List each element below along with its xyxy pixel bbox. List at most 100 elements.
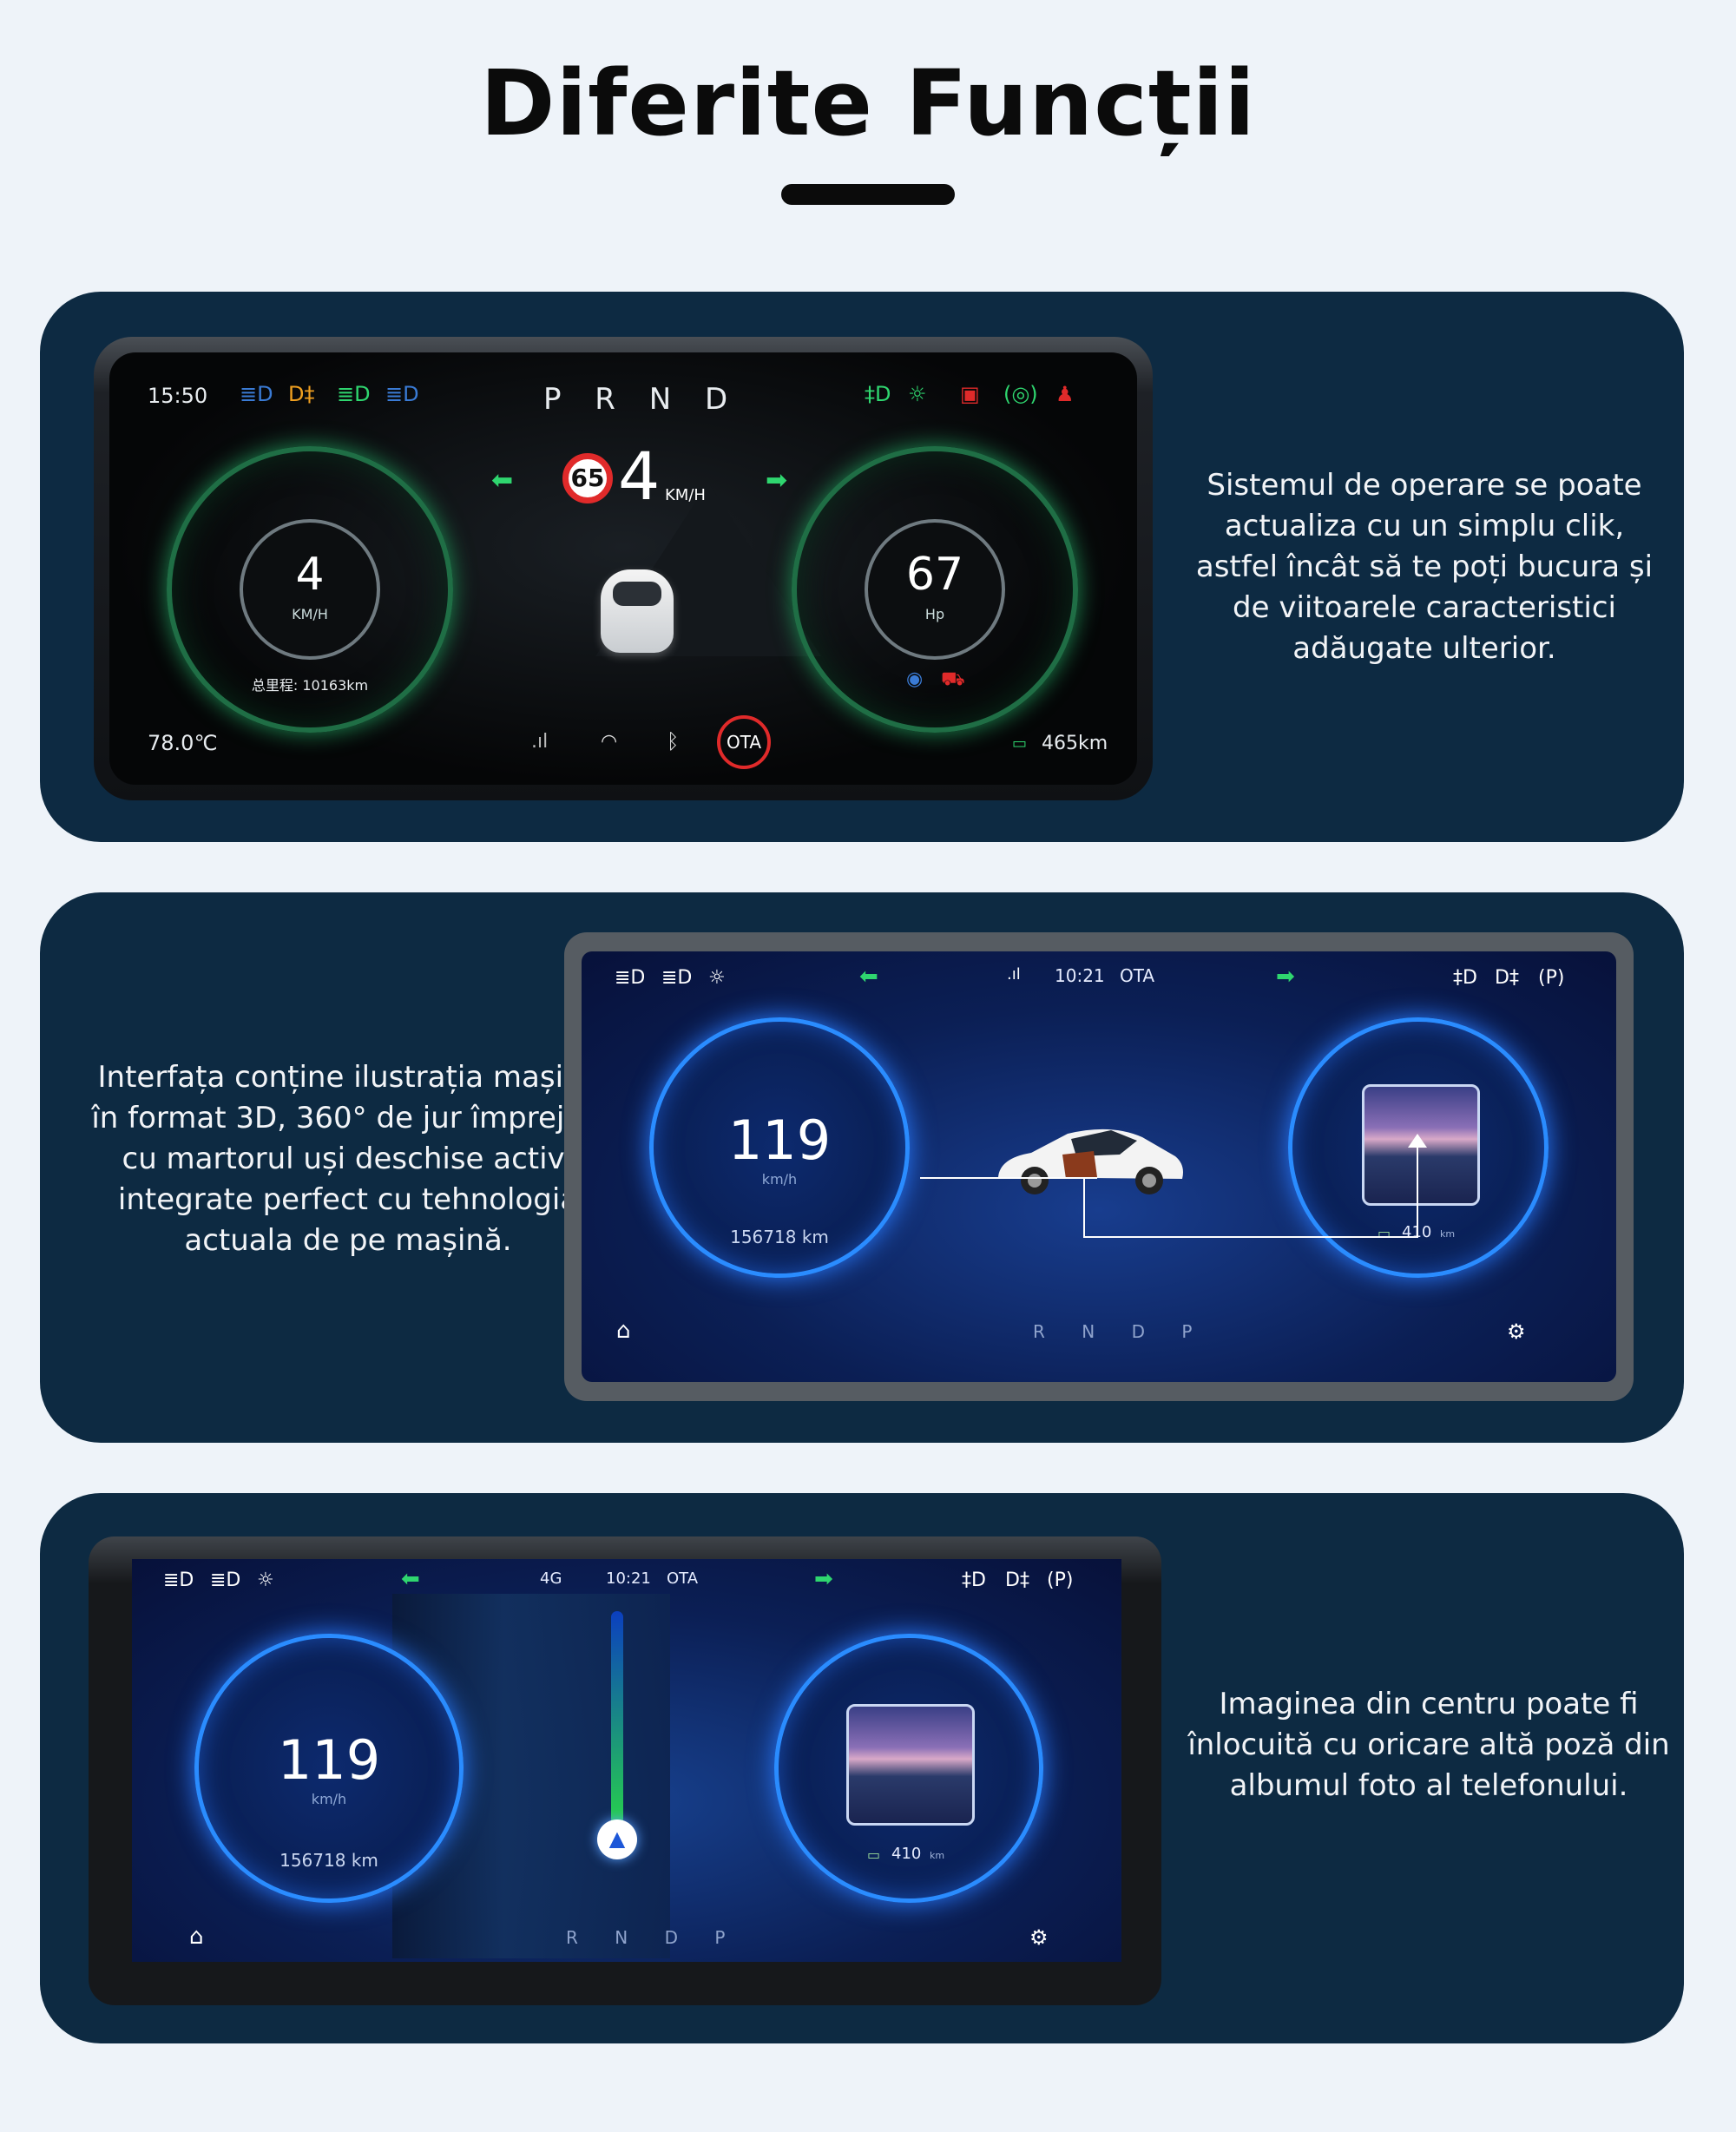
range-readout: 465km: [1042, 733, 1108, 754]
power-gauge-center: 67 Hp: [865, 519, 1005, 660]
speed-value: 119: [727, 1109, 832, 1172]
high-beam-icon: ≣D: [210, 1569, 241, 1591]
dashboard-device: ≣D ≣D ☼ ⬅ .ıl 10:21 OTA ➡ ‡D D‡ (P) 119 …: [564, 932, 1634, 1401]
speed-value: 119: [277, 1728, 381, 1792]
battery-icon: ▭: [867, 1846, 881, 1863]
right-turn-signal-icon: ➡: [1276, 964, 1295, 990]
side-light-icon: ‡D: [962, 1569, 986, 1591]
odometer: 156718 km: [730, 1227, 829, 1247]
collision-warning-icon: ⛟: [941, 668, 965, 690]
seatbelt-icon: ♟: [1055, 382, 1075, 406]
feature-description: Interfața conține ilustrația mașinii în …: [91, 1060, 605, 1258]
odometer: 156718 km: [279, 1850, 378, 1871]
odometer: 总里程: 10163km: [251, 677, 369, 694]
navigation-arrow-icon: ▲: [597, 1819, 637, 1859]
high-beam-icon: ≣D: [385, 382, 419, 406]
parking-brake-icon: (P): [1047, 1569, 1074, 1591]
fog-light-icon: D‡: [288, 382, 315, 406]
left-turn-signal-icon: ⬅: [491, 465, 514, 496]
signal-strength-icon: .ıl: [531, 731, 549, 753]
range-value: 410: [891, 1845, 922, 1863]
signal-strength-icon: .ıl: [1007, 965, 1021, 984]
navigation-route: [611, 1611, 623, 1828]
power-gauge: 67 Hp ◉ ⛟: [792, 446, 1078, 733]
ota-label[interactable]: OTA: [1120, 965, 1155, 986]
fog-light-icon: D‡: [1005, 1569, 1029, 1591]
callout-arrow-icon: [1408, 1134, 1427, 1148]
wifi-icon: ◠: [601, 731, 618, 753]
current-speed-unit: KM/H: [665, 486, 706, 504]
speed-limit-sign: 65: [562, 453, 613, 503]
range-unit: km: [930, 1850, 945, 1861]
battery-icon: ▭: [1012, 734, 1028, 753]
battery-icon: ▭: [1378, 1225, 1391, 1241]
clock: 10:21: [1055, 965, 1105, 986]
dashboard-device: 15:50 ≣D D‡ ≣D ≣D P R N D ‡D ☼ ▣ (◎) ♟ 4…: [94, 337, 1153, 800]
right-turn-signal-icon: ➡: [814, 1566, 833, 1592]
feature-description: Sistemul de operare se poate actualiza c…: [1195, 468, 1654, 666]
car-3d-illustration: [998, 1129, 1183, 1194]
car-illustration: [601, 569, 674, 653]
high-beam-icon: ≣D: [661, 967, 693, 989]
settings-gear-icon[interactable]: ⚙: [1507, 1319, 1526, 1344]
wallpaper-photo[interactable]: [846, 1704, 975, 1826]
ota-label[interactable]: OTA: [667, 1569, 699, 1588]
page-title: Diferite Funcții: [480, 50, 1256, 156]
power-gauge-value: 67: [905, 549, 964, 601]
speed-gauge: 4 KM/H 总里程: 10163km: [167, 446, 453, 733]
side-light-icon: ‡D: [1453, 967, 1477, 989]
dashboard-screen: ▲ ≣D ≣D ☼ ⬅ 4G 10:21 OTA ➡ ‡D D‡ (P) 119…: [132, 1559, 1121, 1962]
network-label: 4G: [540, 1569, 562, 1588]
door-open-icon: ▣: [960, 382, 980, 406]
steering-assist-icon: ◉: [906, 668, 924, 690]
range-unit: km: [1440, 1228, 1456, 1240]
parking-brake-icon: (P): [1538, 967, 1565, 989]
title-underline: [781, 184, 955, 205]
gear-selector: R N D P: [566, 1927, 741, 1948]
position-light-icon: ☼: [257, 1569, 274, 1591]
low-beam-icon: ≣D: [615, 967, 646, 989]
feature-panel-3d-car: Interfața conține ilustrația mașinii în …: [40, 892, 1684, 1443]
settings-gear-icon[interactable]: ⚙: [1029, 1925, 1049, 1950]
position-light-icon: ☼: [908, 382, 927, 406]
home-icon[interactable]: ⌂: [189, 1924, 204, 1950]
callout-line: [1417, 1146, 1418, 1238]
feature-description: Imaginea din centru poate fi înlocuită c…: [1187, 1687, 1670, 1803]
position-light-icon: ☼: [708, 967, 726, 989]
speed-unit: km/h: [311, 1791, 347, 1807]
current-speed: 4: [618, 438, 661, 515]
photo-ring: ▭ 410 km: [774, 1634, 1043, 1903]
left-turn-signal-icon: ⬅: [859, 964, 878, 990]
fog-light-icon: D‡: [1495, 967, 1519, 989]
clock: 10:21: [606, 1569, 651, 1588]
feature-panel-custom-photo: ▲ ≣D ≣D ☼ ⬅ 4G 10:21 OTA ➡ ‡D D‡ (P) 119…: [40, 1493, 1684, 2043]
temperature-readout: 78.0℃: [148, 731, 218, 755]
parking-light-icon: ≣D: [337, 382, 371, 406]
gear-indicator: P R N D: [543, 382, 740, 417]
speed-gauge-value: 4: [295, 549, 325, 601]
left-turn-signal-icon: ⬅: [401, 1566, 420, 1592]
ota-update-button[interactable]: OTA: [717, 715, 771, 769]
feature-panel-ota: 15:50 ≣D D‡ ≣D ≣D P R N D ‡D ☼ ▣ (◎) ♟ 4…: [40, 292, 1684, 842]
speed-unit: km/h: [761, 1171, 798, 1188]
brake-icon: (◎): [1003, 382, 1038, 406]
side-light-icon: ‡D: [865, 382, 891, 406]
speed-gauge-center: 4 KM/H: [240, 519, 380, 660]
bluetooth-icon: ᛒ: [667, 729, 680, 753]
dashboard-screen: 15:50 ≣D D‡ ≣D ≣D P R N D ‡D ☼ ▣ (◎) ♟ 4…: [109, 352, 1137, 785]
low-beam-icon: ≣D: [240, 382, 273, 406]
dashboard-screen: ≣D ≣D ☼ ⬅ .ıl 10:21 OTA ➡ ‡D D‡ (P) 119 …: [582, 951, 1616, 1382]
low-beam-icon: ≣D: [163, 1569, 194, 1591]
power-gauge-unit: Hp: [924, 606, 945, 622]
callout-line: [920, 1177, 1097, 1179]
callout-line: [1083, 1236, 1418, 1238]
home-icon[interactable]: ⌂: [616, 1318, 631, 1344]
dashboard-device: ▲ ≣D ≣D ☼ ⬅ 4G 10:21 OTA ➡ ‡D D‡ (P) 119…: [89, 1536, 1161, 2005]
callout-line: [1083, 1177, 1085, 1238]
wallpaper-photo: [1362, 1084, 1480, 1206]
clock: 15:50: [148, 384, 208, 408]
gear-selector: R N D P: [1033, 1321, 1208, 1342]
photo-ring: ▭ 410 km: [1288, 1017, 1549, 1278]
speed-ring: 119 km/h 156718 km: [194, 1634, 464, 1903]
speed-ring: 119 km/h 156718 km: [649, 1017, 910, 1278]
